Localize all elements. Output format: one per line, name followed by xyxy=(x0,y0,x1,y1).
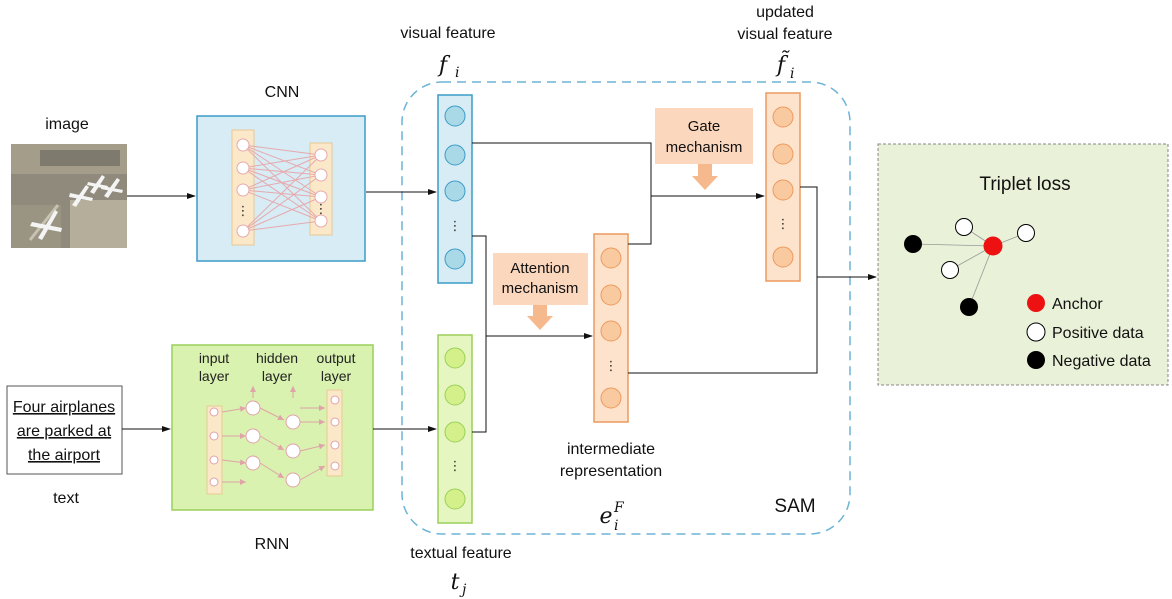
svg-text:F: F xyxy=(613,500,625,516)
legend-positive-label: Positive data xyxy=(1052,325,1144,342)
positive-point xyxy=(941,261,959,279)
text-input-line-3: the airport xyxy=(28,447,101,464)
legend-negative-label: Negative data xyxy=(1052,353,1151,370)
svg-text:e: e xyxy=(599,504,612,529)
svg-text:i: i xyxy=(455,65,459,81)
svg-text:i: i xyxy=(790,66,794,82)
svg-text:⋮: ⋮ xyxy=(449,218,462,233)
svg-text:f̃: f̃ xyxy=(775,51,791,78)
legend-anchor-label: Anchor xyxy=(1052,296,1103,313)
rnn-input-label-2: layer xyxy=(199,368,230,384)
rnn-label: RNN xyxy=(255,536,290,553)
visual-feature-fi: f i xyxy=(437,53,460,81)
svg-text:⋮: ⋮ xyxy=(449,458,462,473)
rnn-hidden-label: hidden xyxy=(256,350,298,366)
positive-point xyxy=(1017,224,1035,242)
rnn-output-label-2: layer xyxy=(321,368,352,384)
svg-text:Gate: Gate xyxy=(688,118,721,135)
svg-text:mechanism: mechanism xyxy=(666,139,743,156)
text-input-line-1: Four airplanes xyxy=(13,399,115,416)
visual-feature-label: visual feature xyxy=(400,25,495,42)
textual-feature-label: textual feature xyxy=(410,545,512,562)
legend-positive-swatch xyxy=(1026,322,1046,342)
intermediate-label-1: intermediate xyxy=(567,441,655,458)
text-input-box: Four airplanes are parked at the airport xyxy=(6,385,123,475)
svg-text:mechanism: mechanism xyxy=(502,280,579,297)
cnn-label: CNN xyxy=(265,84,300,101)
legend-anchor-swatch xyxy=(1027,294,1045,312)
updated-feature-fi-tilde: f̃ i xyxy=(775,51,795,82)
negative-point xyxy=(960,298,978,316)
rnn-box: input layer hidden layer output layer xyxy=(171,344,374,511)
text-input-line-2: are parked at xyxy=(17,423,112,440)
updated-feature-vector: ⋮ xyxy=(765,92,801,282)
svg-text:f: f xyxy=(437,53,451,78)
cnn-dots-in: ⋮ xyxy=(237,203,250,218)
sam-region xyxy=(401,81,851,535)
anchor-point xyxy=(983,236,1003,256)
svg-text:j: j xyxy=(459,582,467,598)
svg-text:Attention: Attention xyxy=(510,260,569,277)
rnn-output-label: output xyxy=(317,350,356,366)
text-label: text xyxy=(53,490,79,507)
svg-text:t: t xyxy=(451,570,460,595)
updated-label-1: updated xyxy=(756,4,814,21)
svg-text:i: i xyxy=(614,518,618,534)
textual-feature-tj: t j xyxy=(451,570,467,598)
textual-feature-vector: ⋮ xyxy=(437,334,473,524)
sam-label: SAM xyxy=(774,496,815,517)
intermediate-vector: ⋮ xyxy=(593,233,629,423)
attention-mechanism: Attention mechanism xyxy=(493,253,588,330)
rnn-input-label: input xyxy=(199,350,229,366)
intermediate-eiF: e i F xyxy=(599,500,625,534)
triplet-title: Triplet loss xyxy=(979,174,1070,195)
svg-text:⋮: ⋮ xyxy=(777,216,790,231)
image-label: image xyxy=(45,116,89,133)
intermediate-label-2: representation xyxy=(560,463,662,480)
cnn-dots-out: ⋮ xyxy=(315,201,328,216)
connectors xyxy=(122,142,877,433)
gate-mechanism: Gate mechanism xyxy=(655,108,753,190)
positive-point xyxy=(955,218,973,236)
triplet-loss-box: Triplet loss Anchor Positive data Negati… xyxy=(877,143,1169,386)
negative-point xyxy=(904,235,922,253)
legend-negative-swatch xyxy=(1027,351,1045,369)
airport-image xyxy=(11,144,127,248)
updated-label-2: visual feature xyxy=(737,26,832,43)
svg-text:⋮: ⋮ xyxy=(605,358,618,373)
cnn-box: ⋮ ⋮ xyxy=(196,115,366,262)
visual-feature-vector: ⋮ xyxy=(437,94,473,284)
rnn-hidden-label-2: layer xyxy=(262,368,293,384)
